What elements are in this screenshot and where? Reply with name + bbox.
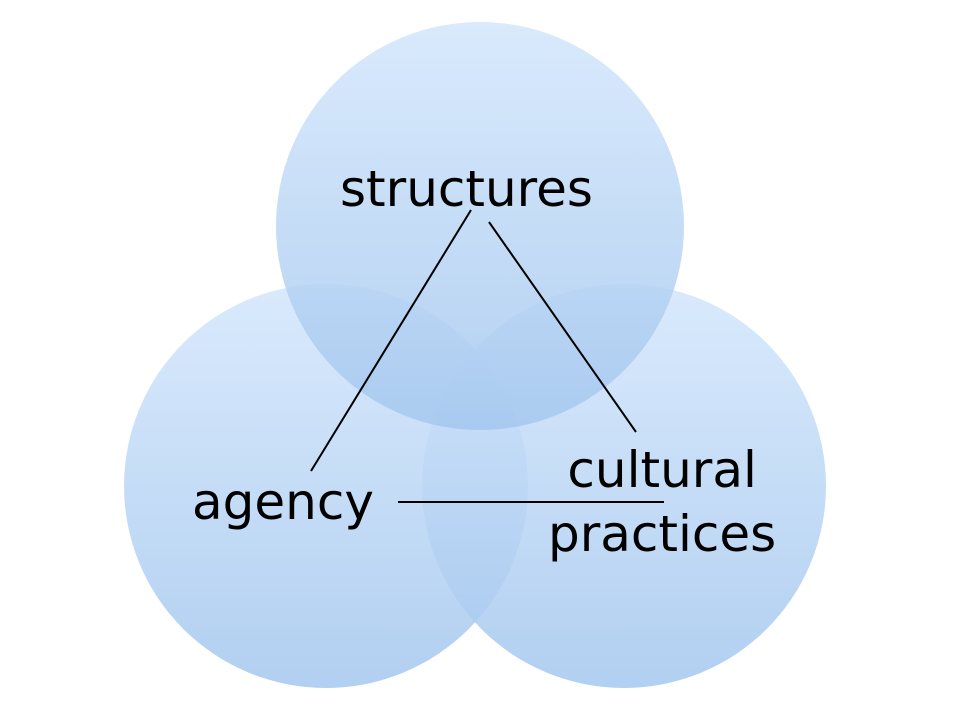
label-cultural-practices: cultural practices [548, 438, 776, 566]
label-cultural-line1: cultural [567, 441, 757, 499]
line-structures-agency [310, 209, 472, 472]
circle-structures [276, 22, 684, 430]
label-cultural-line2: practices [548, 505, 777, 563]
label-structures: structures [340, 160, 593, 218]
label-agency: agency [192, 473, 374, 531]
line-structures-cultural [488, 221, 637, 433]
